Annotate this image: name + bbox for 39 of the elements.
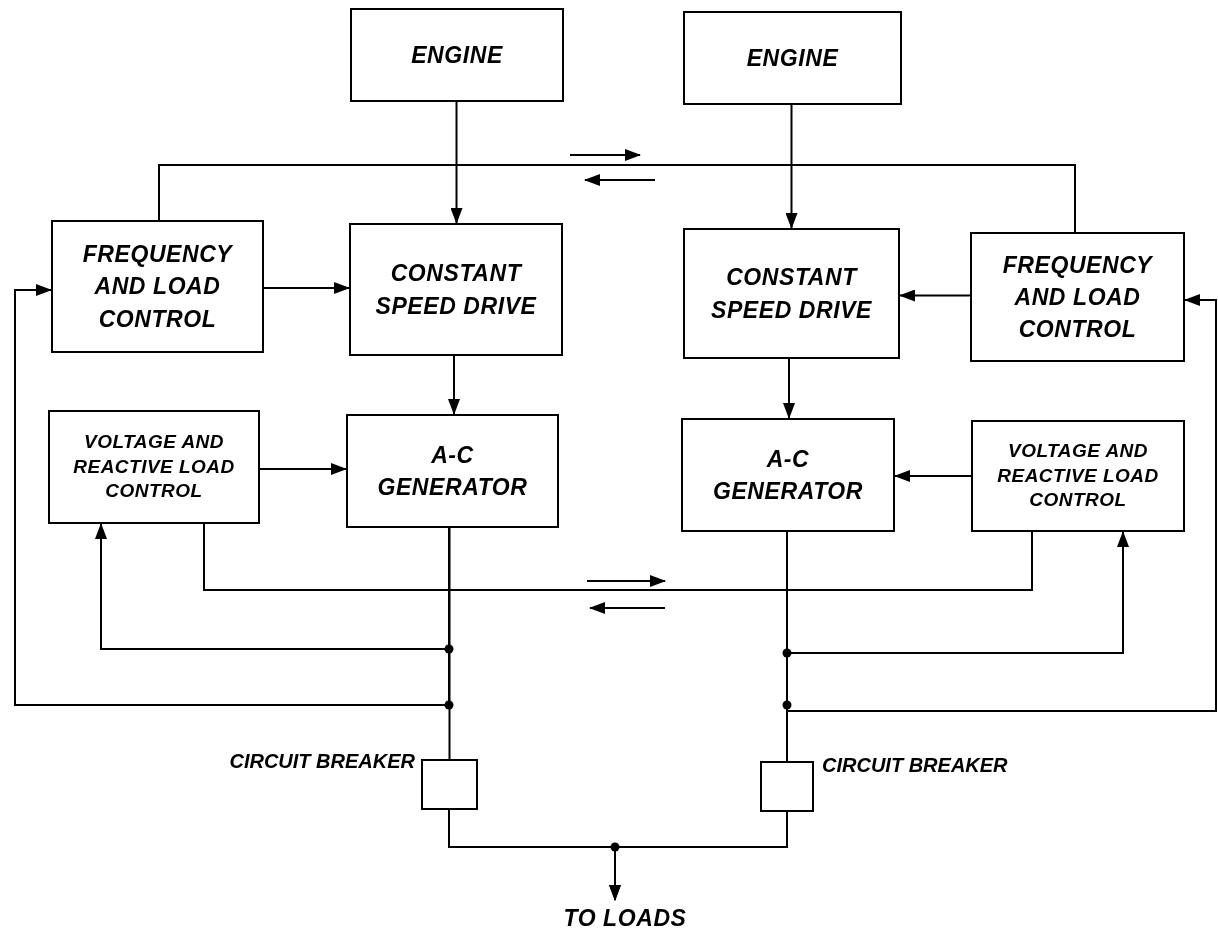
block-box [681, 418, 895, 532]
connector-line [609, 811, 788, 901]
block-label: VOLTAGE AND REACTIVE LOAD CONTROL [996, 438, 1160, 513]
block-box [683, 228, 900, 359]
connector-line [158, 164, 1076, 233]
component-label: CIRCUIT BREAKER [228, 749, 415, 774]
connector-line [786, 294, 1217, 712]
block-box [683, 11, 902, 105]
connector-line [785, 104, 798, 229]
block-box [349, 223, 563, 356]
block-label: ENGINE [411, 40, 503, 70]
connector-line [783, 358, 795, 419]
component-label: CIRCUIT BREAKER [822, 753, 1009, 778]
connector-line [899, 289, 971, 302]
circuit-breaker-symbol [421, 759, 478, 810]
block-box [971, 420, 1185, 532]
connector-line [259, 463, 347, 475]
block-label: A-C GENERATOR [712, 444, 864, 506]
connector-line [448, 527, 451, 760]
block-box [346, 414, 559, 528]
connector-line [448, 355, 460, 415]
block-label: VOLTAGE AND REACTIVE LOAD CONTROL [72, 429, 236, 504]
block-label: TO LOADS [563, 903, 687, 933]
block-label: FREQUENCY AND LOAD CONTROL [1001, 250, 1154, 345]
block-label: FREQUENCY AND LOAD CONTROL [81, 240, 234, 334]
connector-line [14, 284, 450, 706]
block-label: ENGINE [746, 43, 839, 73]
block-box [51, 220, 264, 353]
block-label: CONSTANT SPEED DRIVE [374, 259, 538, 321]
block-label: A-C GENERATOR [376, 440, 529, 502]
connector-line [263, 282, 350, 294]
block-box [350, 8, 564, 102]
circuit-breaker-symbol [760, 761, 814, 812]
connector-line [203, 523, 1033, 591]
connector-line [450, 101, 463, 224]
block-box [970, 232, 1185, 362]
block-box [48, 410, 260, 524]
block-label: CONSTANT SPEED DRIVE [710, 263, 873, 325]
connector-line [894, 470, 972, 482]
